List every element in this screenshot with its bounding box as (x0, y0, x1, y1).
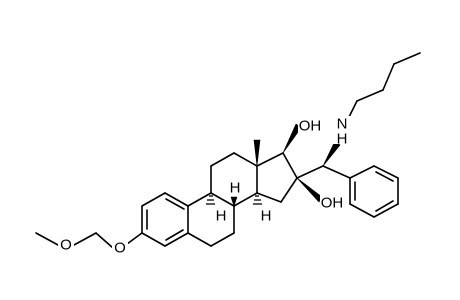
bond (393, 52, 421, 65)
hydroxyl-16-label: OH (321, 195, 344, 212)
h8-label: H (230, 180, 241, 197)
bond (164, 232, 189, 247)
bond (256, 192, 282, 203)
amine-n-label: N (337, 116, 348, 133)
ring-d (256, 152, 298, 203)
h14-label: H (261, 208, 272, 225)
bond (356, 89, 384, 102)
bond (141, 192, 166, 207)
ether-o-methoxy-label: O (60, 237, 72, 254)
bond (126, 232, 143, 245)
bond (296, 165, 324, 179)
wedge-bond-16-oh (296, 177, 323, 203)
bond (280, 177, 298, 203)
bond (141, 232, 166, 247)
label-o-ring: O (112, 240, 128, 257)
bond (210, 152, 235, 167)
ether-o-ring-label: O (114, 240, 126, 257)
hydroxyl-17-label: OH (299, 118, 322, 135)
h9-label: H (216, 208, 227, 225)
label-oh-16: OH (320, 194, 344, 212)
wedge-bond-h8 (230, 196, 238, 207)
ring-c (210, 152, 258, 207)
methyl-wedge (253, 139, 261, 167)
butyl-chain (344, 52, 421, 126)
bond (165, 198, 185, 210)
bond (165, 229, 184, 241)
bond (233, 152, 258, 167)
bond (382, 63, 395, 91)
bond (210, 192, 235, 207)
amine-h-label: H (337, 131, 348, 148)
bond (349, 165, 375, 179)
label-oh-17: OH (298, 117, 322, 135)
bond (164, 192, 189, 207)
ring-b (187, 192, 235, 247)
bond (233, 192, 258, 207)
hash-bond-h14 (253, 195, 262, 205)
bond (187, 192, 212, 207)
phenyl-ring (349, 165, 399, 218)
bond (187, 232, 212, 247)
bond (282, 152, 298, 179)
bond (35, 232, 59, 246)
bond (73, 232, 97, 246)
ring-a (141, 192, 189, 247)
bond (375, 200, 394, 212)
label-amine: N H (330, 116, 356, 148)
bond (95, 232, 114, 249)
bond (322, 165, 351, 179)
bond (256, 152, 284, 167)
bond (373, 203, 399, 218)
bond (210, 232, 235, 247)
bond (373, 165, 399, 179)
label-o-methoxy: O (58, 237, 74, 254)
mom-ether (35, 232, 143, 249)
bond (375, 171, 394, 182)
hash-bond-h9 (206, 195, 215, 205)
bond (349, 203, 375, 218)
